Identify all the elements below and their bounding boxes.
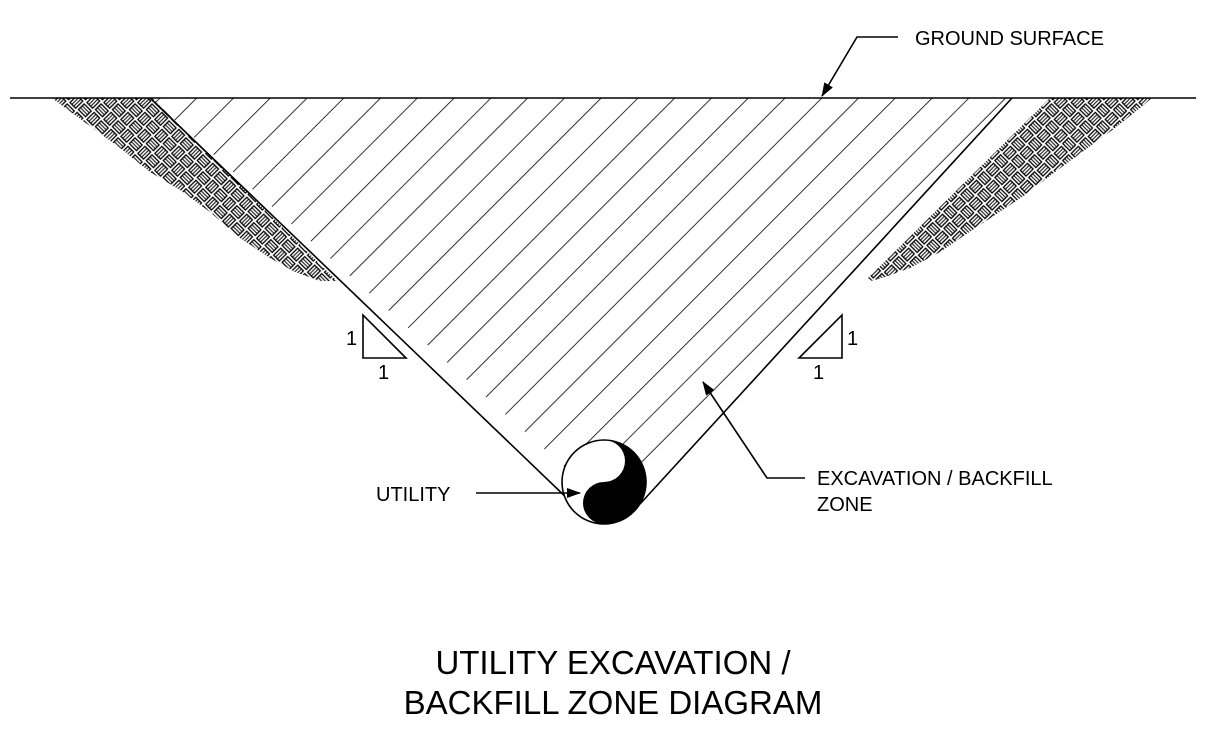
zone-leader — [702, 381, 805, 479]
utility-pipe — [561, 439, 647, 525]
right-slope-rise: 1 — [847, 328, 858, 350]
ground-surface-leader — [821, 36, 898, 97]
left-slope-run: 1 — [378, 362, 389, 384]
utility-label: UTILITY — [376, 484, 450, 506]
left-slope-indicator: 1 1 — [346, 313, 408, 384]
right-excavation-slope — [639, 97, 1013, 505]
left-native-soil — [52, 98, 337, 281]
ground-surface-label: GROUND SURFACE — [915, 28, 1104, 50]
right-slope-indicator: 1 1 — [797, 313, 858, 384]
left-excavation-slope — [149, 97, 573, 504]
zone-label-line2: ZONE — [817, 494, 873, 516]
diagram-title-line2: BACKFILL ZONE DIAGRAM — [404, 684, 823, 721]
diagram-title-line1: UTILITY EXCAVATION / — [435, 644, 791, 681]
right-native-soil — [868, 98, 1152, 281]
left-slope-rise: 1 — [346, 328, 357, 350]
backfill-zone — [150, 98, 1012, 503]
zone-label-line1: EXCAVATION / BACKFILL — [817, 468, 1053, 490]
right-slope-run: 1 — [813, 362, 824, 384]
